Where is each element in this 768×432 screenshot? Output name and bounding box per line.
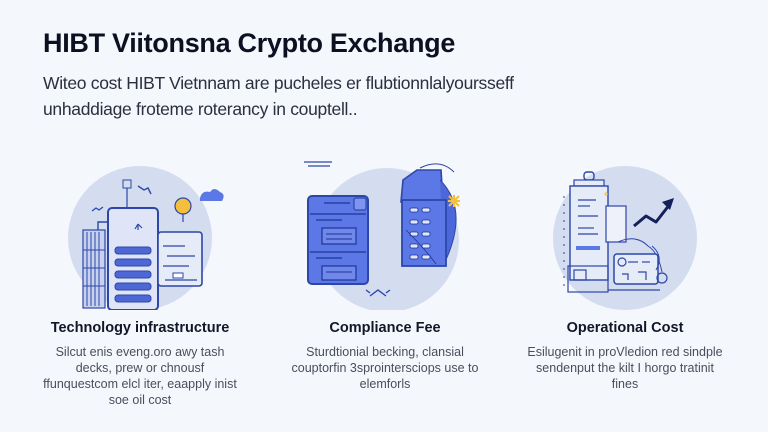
card-compliance-fee: Compliance Fee Sturdtionial becking, cla… bbox=[270, 150, 500, 392]
card-title: Compliance Fee bbox=[270, 320, 500, 336]
server-building-icon bbox=[25, 150, 255, 310]
page-title: HIBT Viitonsna Crypto Exchange bbox=[43, 28, 455, 59]
card-description: Esilugenit in proVledion red sindple sen… bbox=[525, 344, 725, 392]
card-technology-infrastructure: Technology infrastructure Silcut enis ev… bbox=[25, 150, 255, 408]
document-building-icon bbox=[270, 150, 500, 310]
card-description: Sturdtionial becking, clansial couptorfi… bbox=[285, 344, 485, 392]
card-title: Operational Cost bbox=[510, 320, 740, 336]
chart-trend-icon bbox=[510, 150, 740, 310]
card-title: Technology infrastructure bbox=[25, 320, 255, 336]
card-description: Silcut enis eveng.oro awy tash decks, pr… bbox=[40, 344, 240, 408]
page-subtitle: Witeo cost HIBT Vietnnam are pucheles er… bbox=[43, 70, 603, 122]
card-operational-cost: Operational Cost Esilugenit in proVledio… bbox=[510, 150, 740, 392]
